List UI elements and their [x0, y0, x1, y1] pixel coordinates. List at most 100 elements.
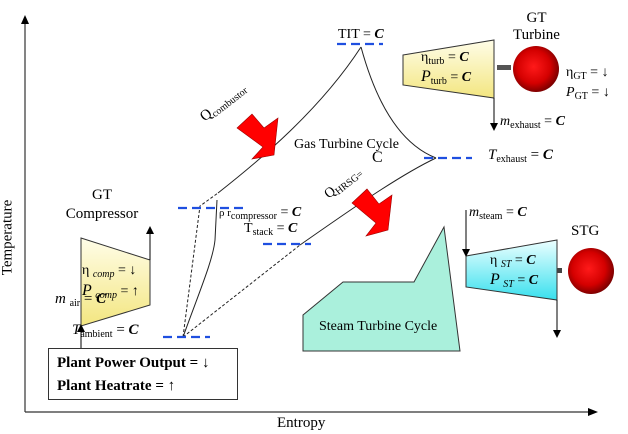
gas-turbine-cycle-curves [182, 46, 437, 338]
eta-comp-sub: comp [92, 269, 115, 280]
t-symbol: T [72, 322, 81, 338]
plant-heatrate-value: ↑ [167, 378, 176, 394]
m-exhaust-value: C [555, 114, 565, 129]
steam-turbine-cycle-label: Steam Turbine Cycle [319, 320, 437, 334]
eta-symbol: η [82, 263, 90, 278]
t-stack-label: Tstack = C [244, 221, 297, 238]
gas-turbine-cycle-text: Gas Turbine Cycle [294, 137, 399, 152]
q-hrsg-value-text: C [372, 149, 383, 166]
m-air-sub: air [69, 298, 81, 309]
t-symbol: T [488, 147, 497, 163]
m-symbol: m [55, 291, 66, 307]
eta-turb-sub: turb [428, 56, 445, 67]
equals-sign: = [544, 114, 553, 129]
p-symbol: P [421, 68, 431, 85]
p-st-value: C [528, 273, 539, 288]
hrsg-cooling-curve [299, 157, 437, 246]
plant-heatrate-label: Plant Heatrate [57, 378, 152, 394]
turbine-shaft [497, 65, 511, 70]
steam-turbine-generator [462, 210, 614, 338]
p-gt-sub: GT [574, 91, 588, 102]
x-axis-label: Entropy [277, 416, 325, 431]
gt-compressor [77, 226, 154, 358]
stg-title: STG [571, 224, 599, 239]
p-symbol: P [490, 271, 500, 288]
steam-turbine-body [465, 239, 558, 301]
equals-sign: = [363, 27, 371, 42]
equals-sign: = [120, 284, 129, 299]
t-ambient-label: Tambient = C [72, 322, 139, 340]
t-symbol: T [244, 221, 253, 236]
stg-shaft [557, 268, 562, 273]
p-st-sub: ST [503, 279, 514, 290]
eta-turb-label: ηturb = C [421, 50, 469, 67]
equals-sign: = [450, 70, 459, 85]
p-gt-value: ↓ [602, 85, 610, 100]
plant-power-output-label: Plant Power Output [57, 355, 186, 371]
equals-sign: = [517, 273, 526, 288]
m-exhaust-sub: exhaust [510, 120, 541, 131]
equals-sign: = [514, 253, 523, 268]
p-comp-value: ↑ [131, 284, 139, 299]
m-exhaust-label: mexhaust = C [500, 114, 565, 131]
gt-turbine-title: GT Turbine [513, 10, 560, 44]
gt-turbine-title-line1: GT [526, 10, 547, 26]
m-air-value: C [96, 291, 107, 307]
pr-compressor-label: ρ rcompressor = C [219, 205, 302, 222]
combustor-heat-arrow-icon [236, 113, 279, 160]
y-axis-label: Temperature [0, 200, 15, 276]
tit-label: TIT = C [338, 28, 384, 42]
equals-sign: = [447, 50, 456, 65]
m-symbol: m [469, 205, 480, 220]
equals-sign: = [155, 378, 164, 394]
eta-symbol: η [490, 253, 498, 268]
eta-gt-sub: GT [573, 71, 587, 82]
x-axis [25, 408, 598, 416]
stg-generator-icon [568, 248, 614, 294]
compressor-body [80, 237, 151, 327]
m-steam-value: C [517, 205, 527, 220]
y-axis-label-text: Temperature [0, 199, 16, 276]
t-ambient-value: C [128, 322, 139, 338]
gt-compressor-title-line1: GT [92, 187, 112, 203]
compression-curve [182, 199, 218, 338]
eta-st-value: C [526, 253, 536, 268]
gt-compressor-title: GT Compressor [62, 186, 142, 224]
eta-comp-label: η comp = ↓ [82, 263, 136, 280]
p-gt-label: PGT = ↓ [566, 85, 610, 102]
equals-sign: = [116, 322, 125, 338]
t-stack-sub: stack [252, 227, 274, 238]
m-steam-sub: steam [479, 211, 503, 222]
equals-sign: = [591, 85, 600, 100]
equals-sign: = [189, 355, 199, 371]
steam-outlet-arrow-icon [553, 330, 561, 338]
pr-compressor-value: C [291, 205, 302, 220]
air-inlet-arrow-icon [77, 324, 85, 332]
p-turb-value: C [461, 70, 472, 85]
pr-compressor-sub: compressor [230, 211, 278, 222]
y-axis [21, 15, 29, 412]
steam-turbine-cycle-shape [302, 225, 461, 352]
gt-turbine-title-line2: Turbine [513, 27, 560, 43]
plant-summary-box: Plant Power Output = ↓ Plant Heatrate = … [48, 348, 238, 400]
pr-symbol: ρ r [219, 207, 231, 219]
stg-title-text: STG [571, 223, 600, 239]
eta-symbol: η [566, 65, 574, 80]
equals-sign: = [590, 65, 599, 80]
hrsg-heat-arrow-icon [351, 188, 393, 237]
gt-generator-icon [513, 46, 559, 92]
p-turb-label: Pturb = C [421, 68, 472, 87]
m-symbol: m [500, 114, 511, 129]
y-axis-arrow-icon [21, 15, 29, 24]
expansion-curve [360, 46, 437, 159]
gt-compressor-title-line2: Compressor [65, 206, 139, 222]
state-markers [163, 42, 472, 339]
p-st-label: P ST = C [490, 271, 539, 290]
p-symbol: P [566, 85, 575, 100]
t-exhaust-sub: exhaust [496, 154, 527, 165]
equals-sign: = [280, 205, 289, 220]
eta-symbol: η [421, 50, 429, 65]
eta-st-label: η ST = C [490, 253, 536, 270]
t-ambient-sub: ambient [80, 329, 113, 340]
